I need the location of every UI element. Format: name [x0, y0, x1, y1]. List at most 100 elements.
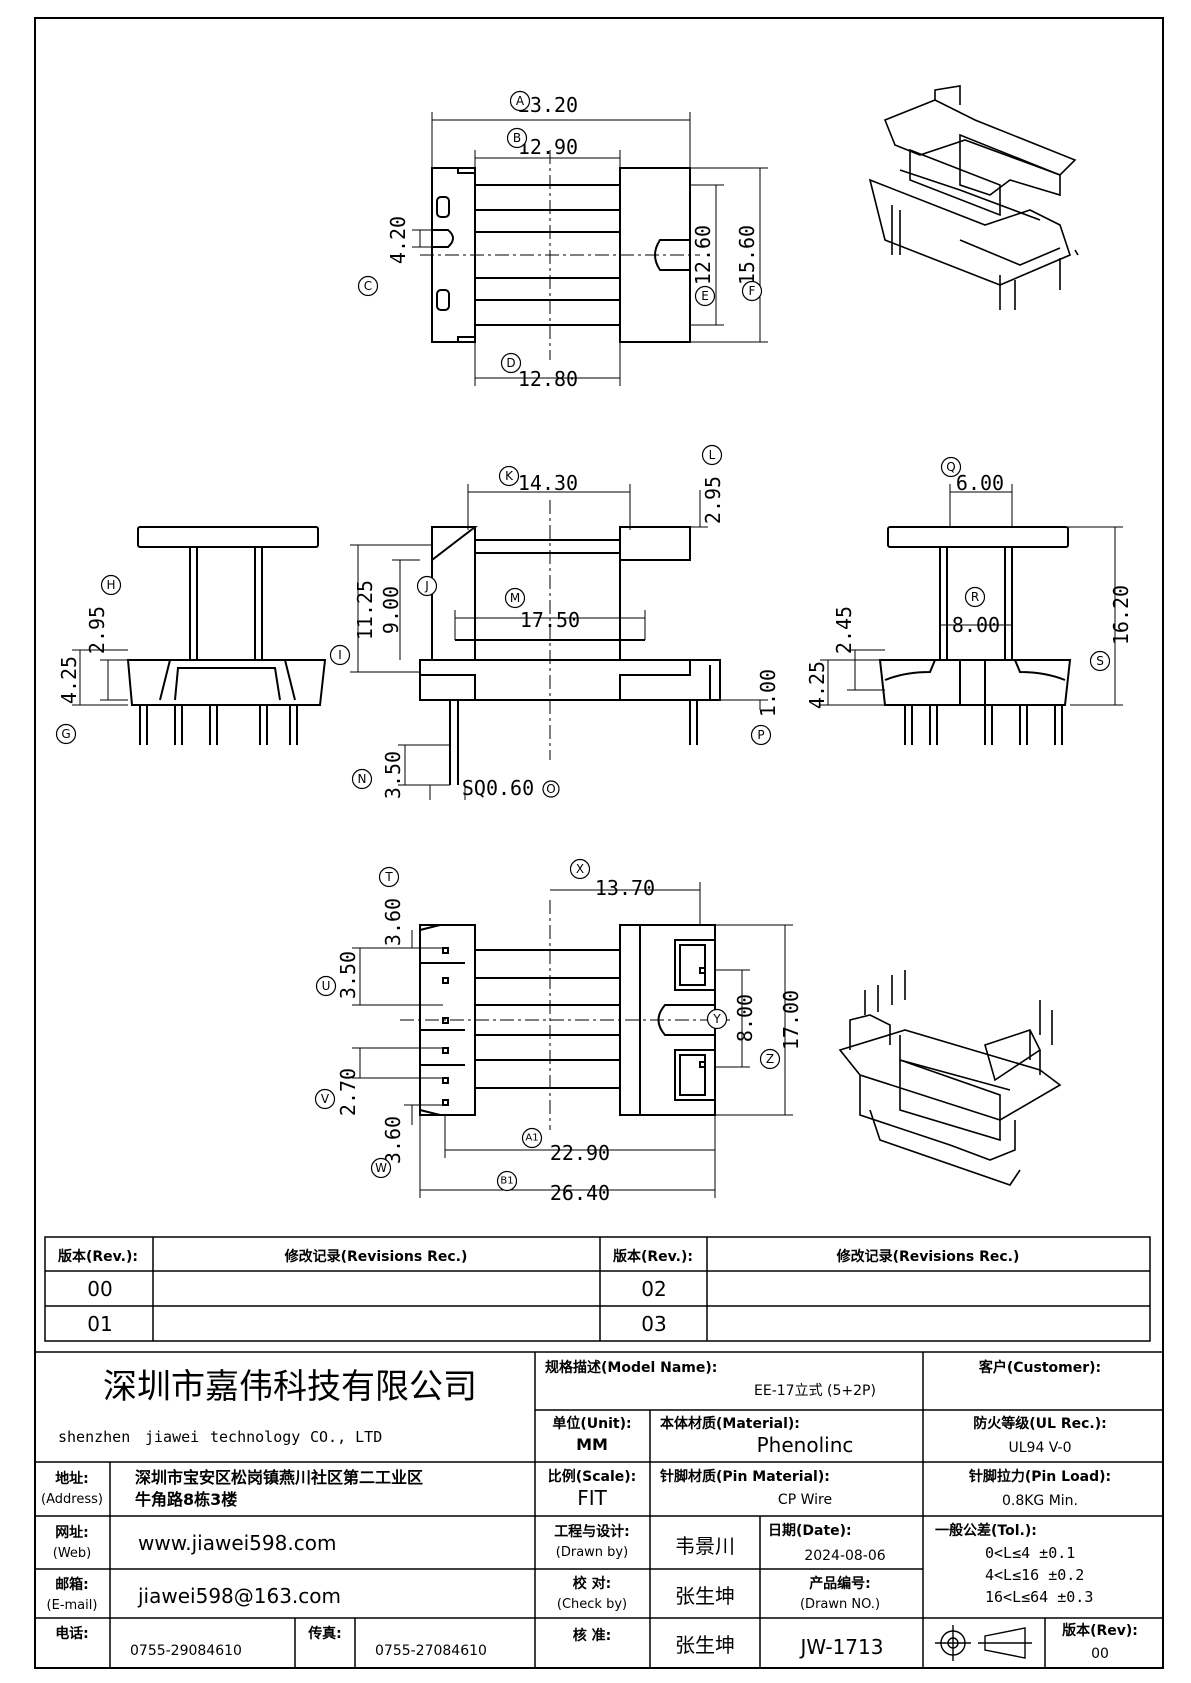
fax-value: 0755-27084610: [375, 1643, 487, 1659]
callout-K: K: [498, 465, 520, 487]
outer-border: [34, 17, 1164, 1669]
drawn-by-value: 韦景川: [675, 1534, 735, 1558]
bottom-view-dims: [352, 882, 793, 1198]
company-en-4: CO., LTD: [310, 1428, 382, 1446]
callout-B: B: [506, 127, 528, 149]
svg-text:N: N: [358, 772, 367, 786]
svg-text:S: S: [1096, 654, 1104, 668]
svg-text:L: L: [709, 448, 716, 462]
check-label: 校 对:: [573, 1575, 611, 1592]
fax-label: 传真:: [307, 1625, 342, 1642]
callout-L: L: [701, 444, 723, 466]
projection-symbol: [935, 1625, 1032, 1661]
dim-G-value: 4.25: [57, 656, 81, 704]
left-side-dims: [72, 649, 128, 706]
address-line2: 牛角路8栋3楼: [135, 1490, 237, 1509]
ul-label: 防火等级(UL Rec.):: [973, 1415, 1106, 1432]
front-view-dims: [350, 484, 768, 800]
left-side-view: [126, 526, 327, 745]
dim-M-value: 17.50: [520, 608, 580, 632]
svg-text:A: A: [516, 94, 525, 108]
dim-side-left-value: 2.45: [832, 606, 856, 654]
email-label: 邮箱:: [55, 1576, 89, 1593]
web-label-en: (Web): [53, 1546, 92, 1561]
rev-row-01: 01: [87, 1312, 112, 1336]
dim-Z-value: 17.00: [779, 990, 803, 1050]
callout-F: F: [741, 280, 763, 302]
dim-V-value: 2.70: [336, 1068, 360, 1116]
svg-text:D: D: [506, 356, 515, 370]
rev-label: 版本(Rev):: [1062, 1622, 1138, 1639]
top-view-left-outer: [431, 167, 476, 343]
address-label: 地址:: [55, 1470, 89, 1487]
dim-side-bottom-value: 4.25: [805, 661, 829, 709]
tol-line-1: 0<L≤4 ±0.1: [985, 1544, 1075, 1562]
pin-load-value: 0.8KG Min.: [1002, 1493, 1078, 1509]
drawing-no-value: JW-1713: [799, 1635, 884, 1659]
callout-B1: B1: [496, 1170, 518, 1192]
callout-Z: Z: [759, 1048, 781, 1070]
dim-W-value: 3.60: [381, 1116, 405, 1164]
svg-text:J: J: [424, 579, 429, 593]
svg-text:V: V: [321, 1092, 330, 1106]
callout-W: W: [370, 1157, 392, 1179]
callout-Q: Q: [940, 456, 962, 478]
scale-label: 比例(Scale):: [548, 1468, 637, 1485]
title-block: [35, 1351, 1163, 1668]
dim-I-value: 11.25: [353, 580, 377, 640]
dim-U-value: 3.50: [336, 951, 360, 999]
dim-N-value: 3.50: [381, 751, 405, 799]
company-en-1: shenzhen: [58, 1428, 130, 1446]
tel-value: 0755-29084610: [130, 1643, 242, 1659]
svg-text:F: F: [749, 284, 756, 298]
rev-header-right: 版本(Rev.):: [613, 1248, 693, 1265]
approve-label: 核 准:: [573, 1627, 611, 1644]
svg-text:Y: Y: [712, 1012, 721, 1026]
right-side-view: [878, 526, 1072, 745]
svg-text:U: U: [322, 979, 331, 993]
drawing-no-label: 产品编号:: [809, 1575, 871, 1592]
top-view-left-notch: [431, 168, 454, 342]
dim-A1-value: 22.90: [550, 1141, 610, 1165]
company-name-cn: 深圳市嘉伟科技有限公司: [103, 1367, 477, 1407]
dim-T-value: 3.60: [381, 898, 405, 946]
bottom-view: [419, 924, 716, 1116]
svg-text:C: C: [364, 279, 372, 293]
svg-text:M: M: [510, 591, 520, 605]
svg-text:Z: Z: [766, 1052, 774, 1066]
scale-value: FIT: [577, 1486, 607, 1510]
material-value: Phenolinc: [757, 1433, 854, 1457]
top-view-centerlines: [420, 150, 700, 360]
dim-D-value: 12.80: [518, 367, 578, 391]
rev-row-00: 00: [87, 1277, 112, 1301]
address-line1: 深圳市宝安区松岗镇燕川社区第二工业区: [135, 1468, 423, 1487]
svg-text:B1: B1: [500, 1176, 513, 1187]
callout-I: I: [329, 644, 351, 666]
callout-V: V: [314, 1088, 336, 1110]
svg-text:X: X: [576, 862, 584, 876]
svg-text:B: B: [513, 131, 521, 145]
company-en-3: technology: [210, 1428, 300, 1446]
date-label: 日期(Date):: [768, 1523, 852, 1539]
pin-material-value: CP Wire: [778, 1492, 832, 1508]
checked-by-value: 张生坤: [675, 1584, 735, 1608]
tol-line-3: 16<L≤64 ±0.3: [985, 1588, 1093, 1606]
top-view-dims: [412, 112, 768, 386]
callout-Y: Y: [706, 1008, 728, 1030]
svg-text:H: H: [106, 578, 115, 592]
callout-T: T: [378, 866, 400, 888]
tol-line-2: 4<L≤16 ±0.2: [985, 1566, 1084, 1584]
rec-header-right: 修改记录(Revisions Rec.): [836, 1248, 1020, 1265]
dim-O-value: SQ0.60: [462, 776, 534, 800]
svg-text:P: P: [757, 728, 764, 742]
drawn-label-en: (Drawn by): [556, 1545, 628, 1560]
web-label: 网址:: [55, 1524, 89, 1541]
svg-text:E: E: [701, 289, 709, 303]
dim-Q-value: 6.00: [956, 471, 1004, 495]
iso-view-bottom: [838, 970, 1062, 1186]
svg-text:O: O: [546, 782, 555, 796]
callout-M: M: [504, 587, 526, 609]
company-en-2: jiawei: [145, 1428, 199, 1446]
dim-K-value: 14.30: [518, 471, 578, 495]
svg-text:W: W: [375, 1161, 387, 1175]
